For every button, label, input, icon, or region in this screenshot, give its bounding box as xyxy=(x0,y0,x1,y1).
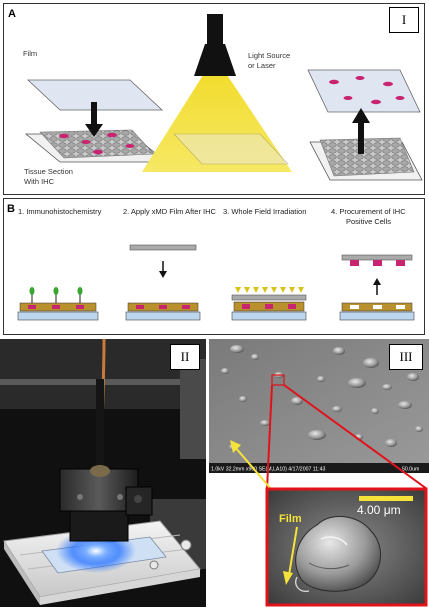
panel-b-letter: B xyxy=(7,203,15,215)
tissue-label-line2: With IHC xyxy=(24,177,55,186)
sem-images: 1.0kV 32.2mm x900 SE(M,LA10) 4/17/2007 1… xyxy=(209,339,429,607)
sem-particles xyxy=(221,345,423,450)
sem-scale-text: 50.0um xyxy=(402,467,419,473)
step-2-diagram xyxy=(125,244,201,321)
light-source-top xyxy=(207,14,223,46)
panel-i-badge: I xyxy=(389,7,419,33)
panel-b: B 1. Immunohistochemistry 2. Apply xMD F… xyxy=(3,198,425,335)
panel-ii-badge: II xyxy=(170,344,200,370)
panel-ii-label: II xyxy=(180,349,190,364)
panel-ii-photo: II xyxy=(0,339,206,607)
panel-a-letter: A xyxy=(8,8,16,20)
inset-film-arrow-head xyxy=(283,571,293,585)
step-4-diagram xyxy=(339,254,415,321)
right-up-arrow xyxy=(352,108,370,154)
step-4-label: 4. Procurement of IHC xyxy=(331,207,406,216)
left-down-arrow xyxy=(85,102,103,137)
sem-zoom-box xyxy=(271,374,285,386)
panel-b-illustration: B 1. Immunohistochemistry 2. Apply xMD F… xyxy=(7,203,415,321)
film-label: Film xyxy=(23,49,37,58)
inset-scale-bar xyxy=(359,496,413,501)
tissue-label-line1: Tissue Section xyxy=(24,167,73,176)
light-label-line1: Light Source xyxy=(248,51,290,60)
step-3-label: 3. Whole Field Irradiation xyxy=(223,207,306,216)
panel-iii-badge: III xyxy=(389,344,423,370)
step-1-label: 1. Immunohistochemistry xyxy=(18,207,102,216)
inset-cell xyxy=(295,515,381,592)
inset-scale-label: 4.00 μm xyxy=(357,503,401,517)
light-beam xyxy=(142,72,292,172)
light-source-housing xyxy=(194,44,236,76)
left-ihc-cells xyxy=(59,132,135,155)
left-film-sheet xyxy=(26,79,164,111)
step-3-diagram xyxy=(231,227,307,321)
step-4-label-line2: Positive Cells xyxy=(346,217,391,226)
yellow-arrow-head xyxy=(230,440,241,453)
panel-iii-label: III xyxy=(399,349,413,364)
panel-a: A Film Tissue Section With IHC Light Sou… xyxy=(3,3,425,195)
panel-i-label: I xyxy=(401,12,407,27)
right-tissue-section xyxy=(319,137,415,177)
right-film-captured-cells xyxy=(329,76,405,105)
zoom-line-left xyxy=(266,384,273,490)
step-1-diagram xyxy=(17,287,99,321)
device-photo xyxy=(0,339,206,607)
zoom-line-right xyxy=(283,384,428,490)
right-film-sheet xyxy=(307,69,421,113)
center-tissue-slide xyxy=(173,133,289,165)
inset-film-label: Film xyxy=(279,513,302,525)
light-label-line2: or Laser xyxy=(248,61,276,70)
panel-a-illustration: A Film Tissue Section With IHC Light Sou… xyxy=(8,8,423,186)
inset-film-arrow-line xyxy=(288,526,298,576)
step-2-label: 2. Apply xMD Film After IHC xyxy=(123,207,217,216)
yellow-arrow-line xyxy=(234,446,272,490)
panel-iii-sem: 1.0kV 32.2mm x900 SE(M,LA10) 4/17/2007 1… xyxy=(209,339,429,608)
